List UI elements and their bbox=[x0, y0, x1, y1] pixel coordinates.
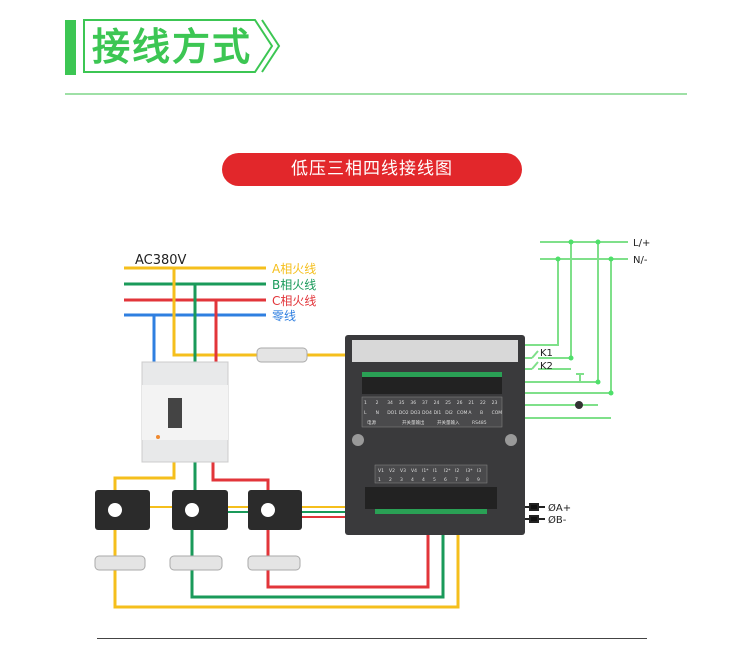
neutral-label: 零线 bbox=[272, 309, 296, 323]
terminal-label: 1 bbox=[364, 400, 367, 406]
terminal-label: 4 bbox=[411, 477, 414, 483]
terminal-label: I1 bbox=[433, 468, 437, 474]
terminal-label: 开关量输出 bbox=[402, 419, 425, 426]
power-meter bbox=[345, 335, 525, 535]
header-accent-bar bbox=[65, 20, 76, 75]
rs485-b-label: ØB- bbox=[548, 514, 567, 526]
section-title: 接线方式 bbox=[92, 25, 253, 69]
terminal-label: 7 bbox=[455, 477, 458, 483]
indicator-lamp-icon bbox=[575, 401, 583, 409]
terminal-label: N bbox=[376, 410, 379, 416]
circuit-breaker bbox=[141, 361, 229, 463]
terminal-label: 25 bbox=[445, 400, 451, 406]
aux-n-label: N/- bbox=[633, 255, 648, 266]
terminal-label: 35 bbox=[399, 400, 405, 406]
terminal-label: 3 bbox=[400, 477, 403, 483]
supply-voltage-label: AC380V bbox=[135, 253, 187, 268]
terminal-label: 22 bbox=[480, 400, 486, 406]
terminal-label: I3 bbox=[477, 468, 481, 474]
line-b-label: B相火线 bbox=[272, 278, 316, 292]
terminal-label: DO4 bbox=[422, 410, 432, 416]
terminal-label: V3 bbox=[400, 468, 406, 474]
terminal-label: A bbox=[468, 410, 472, 416]
terminal-label: DI1 bbox=[434, 410, 442, 416]
terminal-label: L bbox=[364, 410, 367, 416]
terminal-label: I2* bbox=[444, 468, 451, 474]
terminal-label: DO3 bbox=[410, 410, 420, 416]
terminal-label: 24 bbox=[434, 400, 440, 406]
junction-dots bbox=[555, 239, 614, 396]
terminal-label: 8 bbox=[466, 477, 469, 483]
terminal-label: V4 bbox=[411, 468, 417, 474]
terminal-label: 21 bbox=[468, 400, 474, 406]
terminal-label: V1 bbox=[378, 468, 384, 474]
terminal-label: I2 bbox=[455, 468, 459, 474]
terminal-label: DO1 bbox=[387, 410, 397, 416]
terminal-label: 2 bbox=[389, 477, 392, 483]
terminal-label: COM bbox=[492, 410, 503, 416]
terminal-label: 4 bbox=[422, 477, 425, 483]
terminal-label: V2 bbox=[389, 468, 395, 474]
terminal-label: DI2 bbox=[445, 410, 453, 416]
terminal-label: DO2 bbox=[399, 410, 409, 416]
diagram-title-badge: 低压三相四线接线图 bbox=[222, 153, 522, 186]
terminal-label: 6 bbox=[444, 477, 447, 483]
terminal-label: 1 bbox=[378, 477, 381, 483]
terminal-label: 23 bbox=[492, 400, 498, 406]
rs485-wires bbox=[525, 503, 545, 523]
terminal-label: RS485 bbox=[472, 420, 487, 426]
switch-k2-label: K2 bbox=[540, 361, 553, 372]
terminal-label: B bbox=[480, 410, 483, 416]
switch-k1-label: K1 bbox=[540, 348, 553, 359]
footer-divider bbox=[97, 638, 647, 639]
terminal-label: 电源 bbox=[367, 419, 376, 426]
line-c-label: C相火线 bbox=[272, 294, 316, 308]
rs485-a-label: ØA+ bbox=[548, 502, 571, 514]
current-transformers bbox=[95, 490, 302, 530]
terminal-label: 5 bbox=[433, 477, 436, 483]
fuses bbox=[94, 347, 308, 571]
terminal-label: 开关量输入 bbox=[437, 419, 460, 426]
terminal-label: 34 bbox=[387, 400, 393, 406]
terminal-label: COM bbox=[457, 410, 468, 416]
terminal-label: I1* bbox=[422, 468, 429, 474]
terminal-label: 9 bbox=[477, 477, 480, 483]
terminal-label: 26 bbox=[457, 400, 463, 406]
terminal-label: 36 bbox=[410, 400, 416, 406]
aux-l-label: L/+ bbox=[633, 238, 650, 249]
terminal-label: 2 bbox=[376, 400, 379, 406]
header-divider bbox=[65, 93, 687, 95]
terminal-label: I3* bbox=[466, 468, 473, 474]
line-a-label: A相火线 bbox=[272, 262, 316, 276]
terminal-label: 37 bbox=[422, 400, 428, 406]
